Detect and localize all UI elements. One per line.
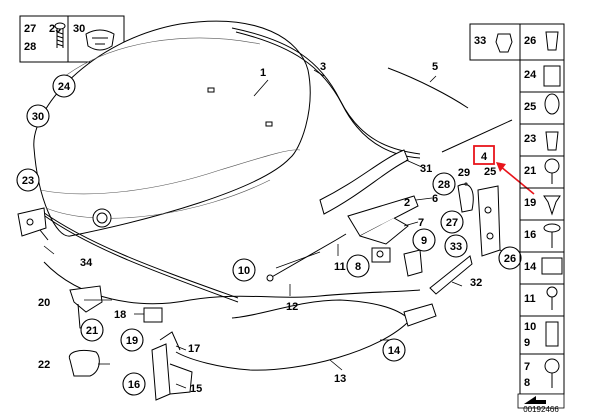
- hinge-assembly: [347, 195, 423, 277]
- callout-7: 7: [418, 217, 424, 229]
- side-label-11: 11: [524, 293, 536, 305]
- bracket-32: [429, 255, 473, 295]
- callouts: 1 2 3 5 6 7 11 12 13 15 17 18 20 22 25 3…: [16, 61, 522, 396]
- highlight-box: [473, 145, 495, 165]
- seal-strip-5: [387, 67, 469, 109]
- callout-19: 19: [126, 335, 138, 347]
- side-label-26: 26: [524, 35, 536, 47]
- callout-10: 10: [238, 265, 250, 277]
- side-label-24: 24: [524, 69, 537, 81]
- callout-29: 29: [458, 167, 470, 179]
- callout-30: 30: [32, 111, 44, 123]
- callout-13: 13: [334, 373, 346, 385]
- callout-24: 24: [58, 81, 71, 93]
- callout-8: 8: [355, 261, 361, 273]
- side-label-23: 23: [524, 133, 536, 145]
- callout-20: 20: [38, 297, 50, 309]
- callout-5: 5: [432, 61, 438, 73]
- clip-18: [143, 307, 163, 323]
- left-latch: [17, 207, 49, 241]
- side-label-14: 14: [524, 261, 537, 273]
- callout-1: 1: [260, 67, 266, 79]
- screw-icon: [54, 22, 66, 48]
- side-label-21: 21: [524, 165, 536, 177]
- clip-icon: [85, 29, 115, 51]
- reference-number: 00192466: [523, 405, 559, 414]
- side-label-25: 25: [524, 101, 536, 113]
- callout-12: 12: [286, 301, 298, 313]
- gas-strut: [266, 233, 347, 282]
- callout-17: 17: [188, 343, 200, 355]
- top-panel-label-27: 27: [24, 23, 36, 35]
- callout-18: 18: [114, 309, 126, 321]
- callout-34: 34: [80, 257, 93, 269]
- top-panel-label-30: 30: [73, 23, 85, 35]
- side-label-33: 33: [474, 35, 486, 47]
- highlight-arrow-head: [496, 162, 506, 172]
- callout-6: 6: [432, 193, 438, 205]
- callout-4: 4: [481, 151, 488, 163]
- emblem-icon: [92, 208, 112, 228]
- side-label-9: 9: [524, 337, 530, 349]
- highlight-arrow: [499, 165, 535, 195]
- lock-latch: [457, 183, 515, 259]
- callout-32: 32: [470, 277, 482, 289]
- side-label-19: 19: [524, 197, 536, 209]
- top-fastener-panel: 27 28 29 30: [19, 15, 125, 63]
- callout-16: 16: [128, 379, 140, 391]
- hood-panel: [33, 20, 311, 237]
- seal-strip-4: [441, 119, 513, 153]
- side-label-10: 10: [524, 321, 536, 333]
- callout-25: 25: [484, 166, 496, 178]
- callout-2: 2: [404, 197, 410, 209]
- callout-31: 31: [420, 163, 432, 175]
- callout-26: 26: [504, 253, 516, 265]
- bracket-15: [151, 331, 193, 401]
- release-cable-lower: [175, 299, 411, 371]
- side-label-16: 16: [524, 229, 536, 241]
- callout-28: 28: [438, 179, 450, 191]
- hood-front-seal: [39, 209, 239, 299]
- leader-lines: [43, 69, 463, 389]
- reference-box: 00192466: [517, 393, 565, 414]
- release-cable: [43, 261, 421, 305]
- callout-15: 15: [190, 383, 202, 395]
- callout-33: 33: [450, 241, 462, 253]
- callout-22: 22: [38, 359, 50, 371]
- callout-9: 9: [421, 235, 427, 247]
- callout-3: 3: [320, 61, 326, 73]
- callout-21: 21: [86, 325, 98, 337]
- bracket-22: [68, 349, 100, 377]
- side-label-8: 8: [524, 377, 530, 389]
- callout-11: 11: [334, 261, 346, 273]
- top-panel-label-28: 28: [24, 41, 36, 53]
- cowl-bracket-31: [319, 149, 409, 215]
- right-parts-panel: 33 26 24 25 23 21 19 16 14 11 10 9 7 8: [469, 23, 565, 395]
- callout-14: 14: [388, 345, 401, 357]
- side-label-7: 7: [524, 361, 530, 373]
- callout-27: 27: [446, 217, 458, 229]
- callout-23: 23: [22, 175, 34, 187]
